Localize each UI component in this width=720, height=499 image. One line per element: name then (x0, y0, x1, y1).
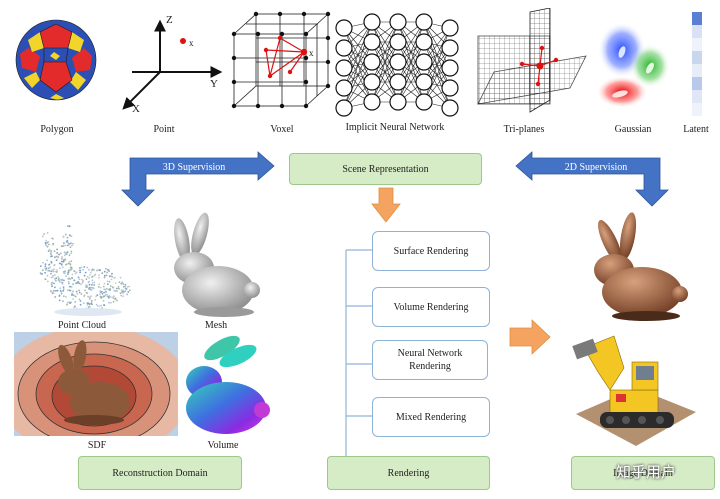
axis-x-label: X (132, 103, 140, 115)
nn-node (441, 99, 459, 117)
nn-node (363, 73, 381, 91)
supervision-2d-label: 2D Supervision (565, 162, 628, 173)
scene-representation-box: Scene Representation (289, 153, 482, 185)
orange-down-arrow (371, 187, 401, 223)
nn-node (363, 93, 381, 111)
nn-node (415, 73, 433, 91)
volume-rendering-box: Volume Rendering (372, 287, 490, 327)
tri-planes-figure (477, 8, 587, 113)
polygon-figure (15, 19, 97, 101)
nn-node (363, 13, 381, 31)
gaussian-label: Gaussian (614, 124, 652, 135)
nn-node (363, 33, 381, 51)
supervision-3d-label: 3D Supervision (163, 162, 226, 173)
nn-node (335, 59, 353, 77)
point-cloud-label: Point Cloud (57, 320, 107, 331)
nn-node (335, 99, 353, 117)
latent-figure (692, 12, 702, 116)
latent-label: Latent (683, 124, 709, 135)
rendering-branch-lines (345, 249, 374, 456)
sdf-figure (14, 332, 178, 436)
nn-node (441, 79, 459, 97)
image-domain-box: Image Domain (571, 456, 715, 490)
axis-y-label: Y (210, 78, 218, 90)
tri-planes-label: Tri-planes (503, 124, 545, 135)
supervision-2d-arrow: 2D Supervision (515, 151, 669, 207)
nn-node (389, 53, 407, 71)
mixed-rendering-box: Mixed Rendering (372, 397, 490, 437)
voxel-figure (231, 11, 331, 109)
point-marker-label: x (189, 38, 194, 48)
nn-node (441, 59, 459, 77)
nn-node (363, 53, 381, 71)
nn-node (441, 19, 459, 37)
mesh-bunny-figure (174, 212, 260, 317)
voxel-marker-label: x (309, 48, 314, 58)
implicit-neural-network-label: Implicit Neural Network (345, 122, 445, 133)
rendered-bunny-figure (594, 212, 688, 321)
nn-node (389, 73, 407, 91)
nn-node (415, 33, 433, 51)
volume-label: Volume (207, 440, 239, 451)
nn-node (441, 39, 459, 57)
rendering-box: Rendering (327, 456, 490, 490)
reconstruction-domain-box: Reconstruction Domain (78, 456, 242, 490)
point-label: Point (153, 124, 175, 135)
axis-z-label: Z (166, 14, 173, 26)
polygon-label: Polygon (40, 124, 74, 135)
nn-node (335, 39, 353, 57)
point-axes-figure (122, 19, 223, 110)
nn-node (335, 19, 353, 37)
nn-node (415, 93, 433, 111)
watermark-text: 知乎用户 (616, 463, 677, 481)
nn-node (415, 53, 433, 71)
mesh-label: Mesh (204, 320, 228, 331)
nn-node (389, 93, 407, 111)
neural-network-rendering-box: Neural Network Rendering (372, 340, 488, 380)
gaussian-figure (596, 22, 670, 108)
rendered-lego-figure (572, 335, 696, 446)
supervision-3d-arrow: 3D Supervision (121, 151, 275, 207)
surface-rendering-box: Surface Rendering (372, 231, 490, 271)
nn-node (415, 13, 433, 31)
nn-node (389, 33, 407, 51)
nn-node (389, 13, 407, 31)
orange-right-arrow (509, 319, 551, 355)
sdf-label: SDF (87, 440, 107, 451)
point-cloud-bunny-figure (39, 225, 131, 316)
voxel-label: Voxel (270, 124, 294, 135)
volume-bunny-figure (186, 335, 270, 434)
neural-network-figure (335, 13, 459, 117)
nn-node (335, 79, 353, 97)
